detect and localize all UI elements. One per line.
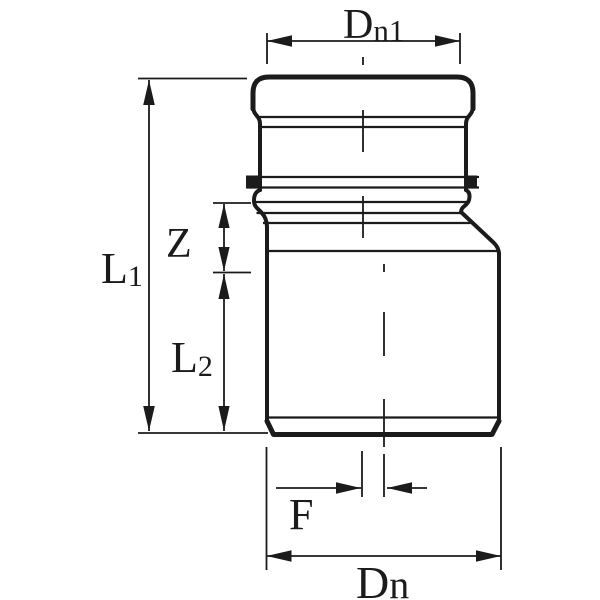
taper-right-edge [459,188,501,256]
z-arrowhead-top [218,204,230,228]
l1-arrowhead-bottom [143,406,155,431]
right-lug [464,175,477,189]
l2-arrowhead-bottom [218,406,230,431]
f-arrowhead-right [387,482,412,494]
dn1-arrowhead-left [267,35,292,47]
dimension-label-l1: L1 [101,244,143,293]
dn-arrowhead-left [266,550,292,562]
dimension-label-z: Z [166,221,192,267]
dimension-label-dn: Dn [356,557,409,600]
left-lug [246,175,259,189]
dn-arrowhead-right [476,550,501,562]
dn1-arrowhead-right [435,35,460,47]
dimension-label-l2: L2 [171,333,213,383]
l2-arrowhead-top [218,274,230,299]
spigot-bottom-edge [264,418,502,437]
dimension-dn: Dn [265,447,502,600]
dimension-l1: L1 [101,77,268,434]
socket-cap-outline [250,74,476,112]
dimension-dn1: Dn1 [266,2,461,64]
dimension-f: F [276,451,427,539]
f-arrowhead-left [336,482,361,494]
dimension-l2: L2 [171,274,230,431]
centerlines [362,57,385,497]
fitting-outline [246,74,502,437]
dimension-label-f: F [289,490,313,539]
taper-left-edge [252,188,269,230]
z-arrowhead-bottom [218,247,230,271]
dimension-label-dn1: Dn1 [343,2,404,48]
dimension-z: Z [166,202,251,274]
drawing-root: Dn1 L1 Z L2 [101,2,502,600]
l1-arrowhead-top [143,80,155,105]
